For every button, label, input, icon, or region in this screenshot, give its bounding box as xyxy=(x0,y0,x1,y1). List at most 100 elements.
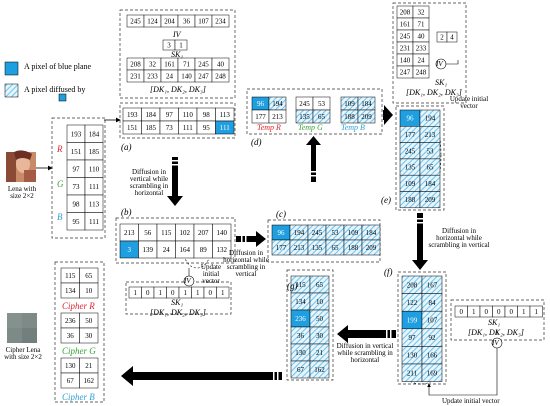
legend-small-pixel xyxy=(58,93,67,102)
svg-text:245: 245 xyxy=(400,33,411,41)
stage-c-cell: 65 xyxy=(325,239,345,256)
keybox-cell: 124 xyxy=(143,14,162,28)
svg-text:211: 211 xyxy=(407,369,418,377)
svg-text:96: 96 xyxy=(257,100,265,108)
stage-c-cell: 213 xyxy=(289,239,309,256)
svg-text:71: 71 xyxy=(183,61,191,69)
svg-text:1: 1 xyxy=(179,42,183,50)
svg-text:111: 111 xyxy=(89,183,99,191)
svg-text:177: 177 xyxy=(405,131,416,139)
stage-e-box xyxy=(395,105,445,211)
svg-text:162: 162 xyxy=(314,366,325,374)
stage-e-top-cell: 71 xyxy=(412,17,430,31)
keybox-cell: 245 xyxy=(126,14,145,28)
svg-text:53: 53 xyxy=(318,100,326,108)
input-cell: 95 xyxy=(66,212,86,231)
svg-text:184: 184 xyxy=(366,229,377,237)
svg-text:0: 0 xyxy=(146,289,150,297)
cipher-b-label: Cipher B xyxy=(62,392,95,402)
svg-text:209: 209 xyxy=(425,196,436,204)
stage-e-top-cell: 231 xyxy=(396,41,414,55)
svg-text:40: 40 xyxy=(217,61,225,69)
svg-text:124: 124 xyxy=(147,18,158,26)
svg-text:24: 24 xyxy=(418,57,426,65)
keybox-cell: 32 xyxy=(143,57,162,71)
stage-e-iv: IV xyxy=(436,60,443,68)
temp-r-cell: 194 xyxy=(268,96,287,111)
stage-e-cell: 96 xyxy=(399,109,421,127)
stage-e-update: Update initial vector xyxy=(449,95,489,110)
svg-text:21: 21 xyxy=(85,362,93,370)
stage-a-cell: 184 xyxy=(141,107,161,122)
svg-text:109: 109 xyxy=(405,180,416,188)
svg-text:95: 95 xyxy=(73,218,81,226)
temp-r-cell: 96 xyxy=(251,96,270,111)
stage-e-cell: 184 xyxy=(419,174,441,192)
svg-text:111: 111 xyxy=(220,124,230,132)
temp-g-cell: 245 xyxy=(295,96,314,111)
temp-b-cell: 188 xyxy=(340,109,359,124)
svg-text:98: 98 xyxy=(203,111,211,119)
svg-text:115: 115 xyxy=(295,281,306,289)
svg-text:109: 109 xyxy=(348,229,359,237)
svg-text:97: 97 xyxy=(409,334,417,342)
svg-text:65: 65 xyxy=(318,113,326,121)
cipher-cell: 115 xyxy=(60,267,80,284)
temp-b-label: Temp B xyxy=(341,123,365,132)
svg-text:73: 73 xyxy=(73,183,81,191)
cipher-cell: 10 xyxy=(79,282,99,299)
cipher-cell: 65 xyxy=(79,267,99,284)
stage-f-cell: 84 xyxy=(421,293,443,312)
stage-g-cell: 65 xyxy=(309,275,330,294)
svg-text:213: 213 xyxy=(294,244,305,252)
input-cell: 111 xyxy=(84,212,104,231)
svg-text:1: 1 xyxy=(472,308,476,316)
stage-c-cell: 135 xyxy=(307,239,327,256)
svg-text:245: 245 xyxy=(312,229,323,237)
svg-text:32: 32 xyxy=(418,9,426,17)
stage-b-cell: 3 xyxy=(119,240,139,259)
svg-text:53: 53 xyxy=(332,229,340,237)
svg-text:188: 188 xyxy=(405,196,416,204)
svg-text:194: 194 xyxy=(272,100,283,108)
stage-e-top-cell: 247 xyxy=(396,65,414,79)
input-cell: 184 xyxy=(84,124,104,143)
cipher-cell: 134 xyxy=(60,282,80,299)
svg-text:24: 24 xyxy=(163,246,171,254)
svg-text:234: 234 xyxy=(215,18,226,26)
svg-text:95: 95 xyxy=(203,124,211,132)
stage-b-label: (b) xyxy=(121,207,132,217)
svg-text:245: 245 xyxy=(299,100,310,108)
temp-r-cell: 213 xyxy=(268,109,287,124)
cipher-cell: 21 xyxy=(79,357,99,374)
legend-diffused-swatch xyxy=(4,83,19,98)
svg-text:194: 194 xyxy=(294,229,305,237)
svg-text:71: 71 xyxy=(418,21,426,29)
stage-b-cell: 213 xyxy=(119,223,139,242)
stage-f-cell: 92 xyxy=(421,328,443,347)
svg-text:67: 67 xyxy=(297,366,305,374)
svg-text:245: 245 xyxy=(198,61,209,69)
cipher-cell: 162 xyxy=(79,372,99,389)
keybox-cell: 208 xyxy=(126,57,145,71)
stage-e-keys: [DK₁, DK₂, DK₃] xyxy=(406,88,462,97)
stage-f-cell: 166 xyxy=(421,346,443,365)
svg-text:53: 53 xyxy=(427,147,435,155)
stage-b-cell: 140 xyxy=(212,223,232,242)
stage-f-cell: 211 xyxy=(401,363,423,382)
svg-text:65: 65 xyxy=(427,164,435,172)
cipher-g-label: Cipher G xyxy=(62,346,96,356)
stage-f-cell: 122 xyxy=(401,293,423,312)
svg-text:132: 132 xyxy=(217,246,228,254)
stage-f-cell: 130 xyxy=(401,346,423,365)
svg-text:111: 111 xyxy=(183,124,193,132)
stage-c-cell: 245 xyxy=(307,224,327,241)
keybox-cell: 24 xyxy=(160,69,179,83)
keybox-cell: 231 xyxy=(126,69,145,83)
stage-f-sk-label: SK₁ xyxy=(488,318,501,327)
stage-f-bit: 1 xyxy=(517,305,531,318)
stage-b-bit: 1 xyxy=(128,286,142,299)
svg-text:92: 92 xyxy=(429,334,437,342)
svg-text:245: 245 xyxy=(405,147,416,155)
